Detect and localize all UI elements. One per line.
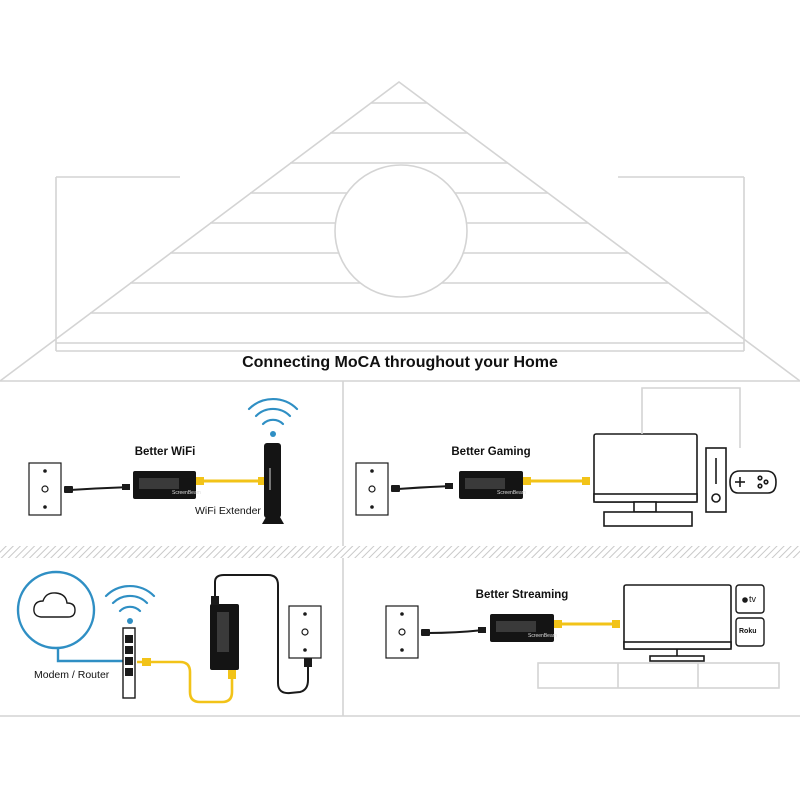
desktop-monitor [593,433,698,527]
adapter-brand-streaming: ScreenBeam [528,633,557,639]
coax-cable [69,486,131,491]
wifi-signal-router-icon [104,585,156,624]
label-better-wifi: Better WiFi [134,446,196,458]
modem-router [122,627,136,699]
wall-coax-outlet-router [288,605,322,659]
television [623,584,732,662]
pc-tower [705,447,727,513]
wall-coax-outlet [28,462,62,516]
wifi-extender [262,443,284,524]
adapter-brand-gaming: ScreenBeam [497,490,526,496]
moca-adapter-gaming [459,471,523,499]
gamepad-icon [729,470,777,494]
panel-modem-router [16,570,322,704]
apple-tv-label: tv [749,594,757,604]
wall-coax-outlet-streaming [385,605,419,659]
house-roof [0,81,800,382]
moca-adapter-vertical [210,596,239,670]
house-outline [0,81,800,717]
tv-stand [537,662,780,689]
coax-cable-router [214,574,309,695]
panel-better-gaming [355,387,777,527]
internet-line [56,648,124,663]
panel-better-wifi [28,398,299,524]
label-better-streaming: Better Streaming [475,589,569,601]
roku-label: Roku [739,628,757,635]
panel-better-streaming [385,584,780,689]
ethernet-cable-router [137,660,234,704]
floor-divider [0,546,800,558]
label-wifi-extender: WiFi Extender [195,505,261,517]
adapter-brand-wifi: ScreenBeam [172,490,201,496]
label-better-gaming: Better Gaming [451,446,531,458]
moca-adapter [133,471,196,499]
label-modem-router: Modem / Router [34,669,110,681]
apple-tv-box [735,584,765,614]
wall-coax-outlet-gaming [355,462,389,516]
diagram-title: Connecting MoCA throughout your Home [242,354,558,371]
wifi-signal-icon [247,398,299,437]
moca-adapter-streaming [490,614,554,642]
roku-box [735,617,765,647]
attic-window [334,164,468,298]
cloud-icon [16,570,96,650]
